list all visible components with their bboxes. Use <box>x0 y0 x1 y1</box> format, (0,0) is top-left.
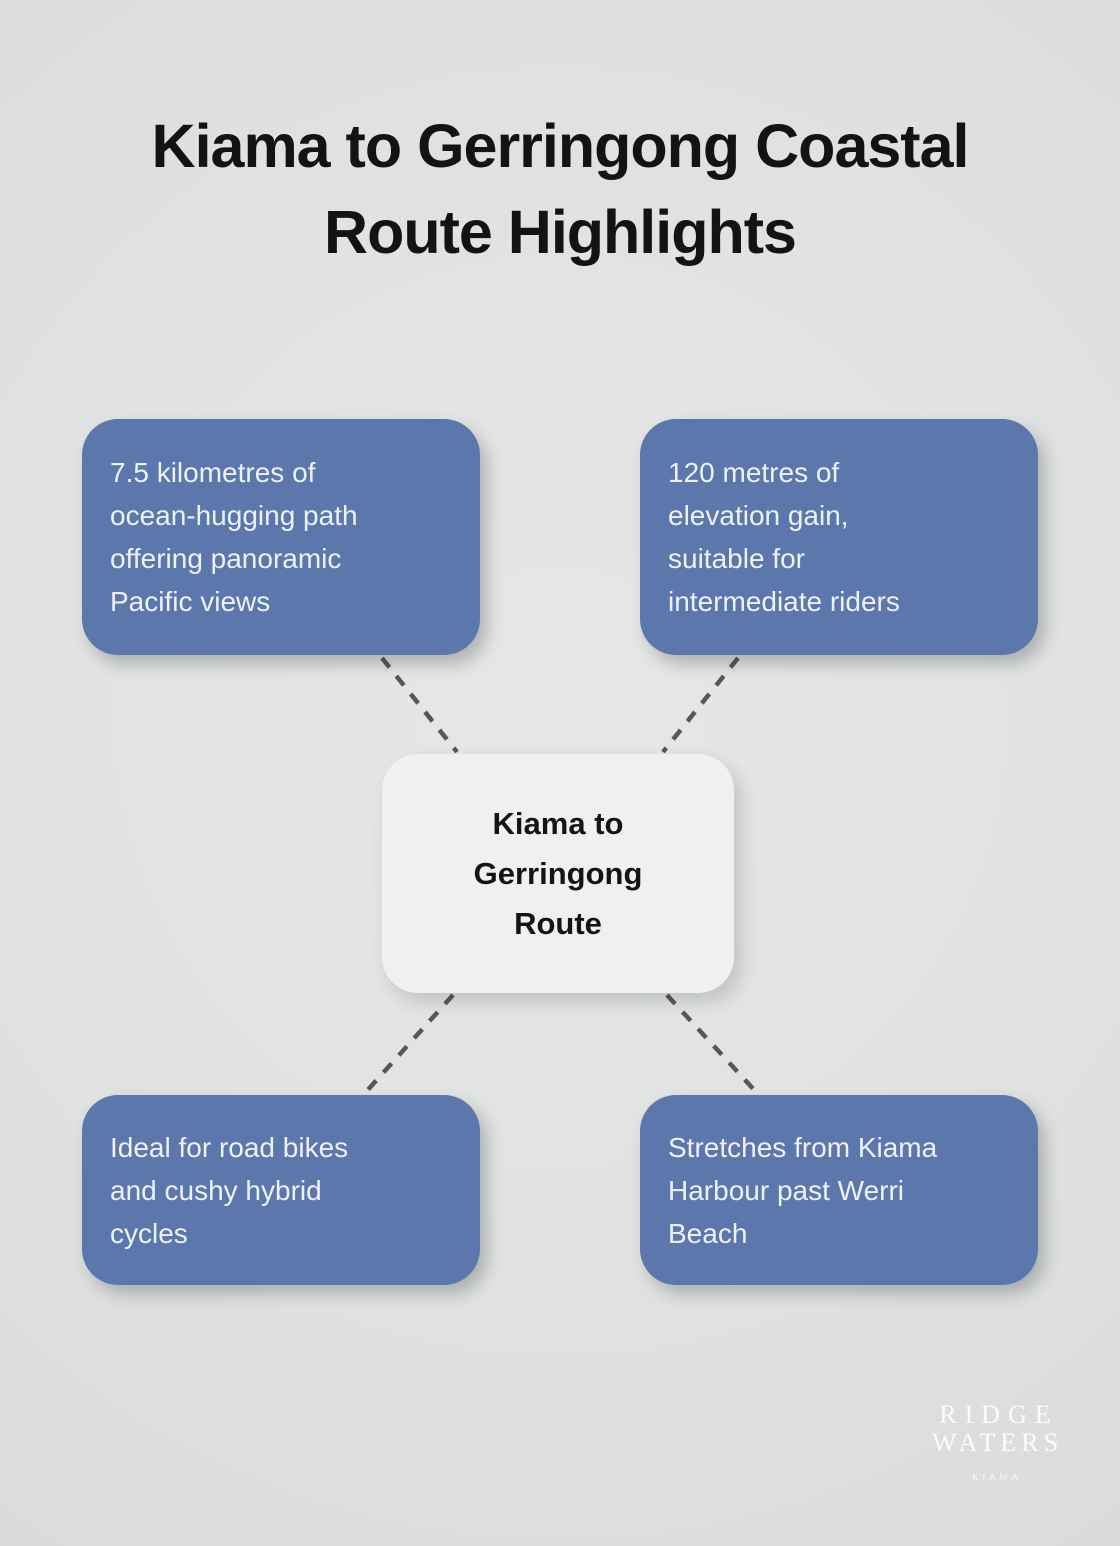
highlight-card-text: Stretches from Kiama Harbour past Werri … <box>668 1131 938 1249</box>
highlight-card-text: Ideal for road bikes and cushy hybrid cy… <box>110 1131 349 1249</box>
brand-logo-line1: RIDGE <box>939 1400 1059 1429</box>
page-title: Kiama to Gerringong Coastal Route Highli… <box>151 112 970 266</box>
connector-line-bottom-right <box>665 993 759 1095</box>
connector-line-top-left <box>380 656 459 754</box>
brand-logo-tagline: KIAMA <box>972 1472 1022 1483</box>
connector-line-bottom-left <box>363 993 455 1095</box>
center-node-label: Kiama to Gerringong Route <box>473 805 643 941</box>
highlight-card-top-left: 7.5 kilometres of ocean-hugging path off… <box>82 419 480 655</box>
highlight-card-text: 7.5 kilometres of ocean-hugging path off… <box>110 457 358 617</box>
highlight-card-bottom-left: Ideal for road bikes and cushy hybrid cy… <box>82 1095 480 1285</box>
connector-line-top-right <box>661 656 740 754</box>
highlight-card-top-right: 120 metres of elevation gain, suitable f… <box>640 419 1038 655</box>
brand-logo-line2: WATERS <box>931 1428 1064 1457</box>
brand-logo: RIDGE WATERS KIAMA <box>905 1400 1085 1484</box>
highlight-card-text: 120 metres of elevation gain, suitable f… <box>668 457 900 617</box>
center-node: Kiama to Gerringong Route <box>382 754 734 993</box>
highlight-card-bottom-right: Stretches from Kiama Harbour past Werri … <box>640 1095 1038 1285</box>
